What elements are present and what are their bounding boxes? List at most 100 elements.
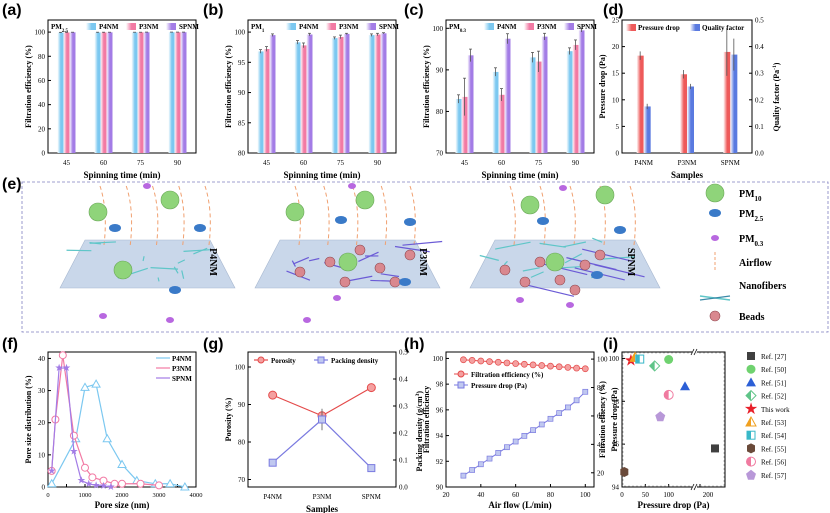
x-tick-label: P4NM [263, 493, 282, 501]
marker-filtration [565, 364, 571, 370]
legend-label: Ref. [50] [761, 366, 786, 374]
x-tick-label: 75 [337, 159, 345, 167]
pm10-particle [546, 253, 564, 271]
bead [375, 263, 385, 273]
y-tick-label: 94 [612, 484, 620, 492]
marker-pressure [461, 473, 466, 478]
y-tick-label: 80 [238, 439, 246, 447]
legend-swatch [484, 23, 494, 30]
axes-frame-i [622, 352, 725, 487]
bar-p3nm [301, 45, 307, 153]
legend-label: P3NM [537, 23, 557, 31]
bead [295, 267, 305, 277]
y-tick-label: 0 [42, 150, 46, 158]
airflow-line [324, 186, 329, 245]
x-tick-label: 60 [100, 159, 108, 167]
marker-pressure [557, 411, 562, 416]
marker-p4nm [103, 435, 111, 442]
y-tick-label: 40 [38, 355, 46, 363]
legend-label: Ref. [53] [761, 419, 786, 427]
y2-tick-label: 0.3 [755, 70, 764, 78]
bar-p4nm [132, 32, 138, 153]
y-tick-label: 92 [436, 458, 444, 466]
pm10-particle [521, 196, 539, 214]
pm03-particle [559, 185, 567, 191]
marker-p4nm [118, 461, 126, 468]
marker-packing-density [269, 459, 276, 466]
marker-p4nm [92, 380, 100, 387]
legend-label: Ref. [52] [761, 393, 786, 401]
marker-pressure [513, 439, 518, 444]
x-tick-label: P3NM [678, 159, 697, 167]
y-tick-label: 85 [238, 119, 246, 127]
marker-filtration [574, 365, 580, 371]
y-tick-label: 0 [42, 484, 46, 492]
bar-spnm [70, 32, 76, 153]
y-tick-label: 94 [436, 432, 444, 440]
bar-p3nm [499, 95, 505, 153]
legend-marker [747, 431, 751, 439]
legend-swatch [366, 23, 376, 30]
legend-marker [747, 443, 755, 453]
y-tick-label: 15 [612, 70, 620, 78]
legend-swatch [126, 23, 136, 30]
bar-p3nm [138, 32, 144, 153]
y-tick-label: 100 [609, 355, 620, 363]
marker-filtration [495, 359, 501, 365]
marker-filtration [487, 359, 493, 365]
pm10-particle [356, 191, 374, 209]
pm03-particle [143, 183, 151, 189]
pm25-particle [591, 271, 603, 279]
x-axis-title: Air flow (L/min) [488, 500, 551, 510]
marker-filtration [478, 358, 484, 364]
legend-marker [258, 357, 264, 363]
x-tick-label: 100 [580, 491, 591, 499]
marker-p3nm [119, 480, 126, 487]
x-tick-label: 100 [663, 491, 674, 499]
y2-tick-label: 0.1 [399, 457, 408, 465]
dashed-inner-frame [623, 353, 724, 486]
legend-label-pm25: PM2.5 [739, 209, 764, 223]
legend-marker: ★ [744, 401, 758, 418]
x-tick-label: 90 [174, 159, 182, 167]
bar-pressure-drop [637, 56, 644, 153]
marker-spnm: ★ [62, 363, 71, 374]
legend-label: P3NM [172, 365, 192, 373]
membrane-label: P3NM [417, 248, 428, 276]
airflow-line [153, 186, 158, 245]
scatter-point [620, 467, 628, 477]
bead [595, 250, 605, 260]
y-tick-label: 10 [38, 451, 46, 459]
x-tick-label: 60 [300, 159, 308, 167]
y-axis-title: Pore size distribution (%) [24, 375, 33, 463]
marker-spnm: ★ [47, 466, 56, 477]
pm03-particle [99, 313, 107, 319]
airflow-line [353, 186, 358, 245]
marker-filtration [521, 361, 527, 367]
legend-swatch [286, 23, 296, 30]
bar-p4nm [169, 32, 175, 153]
y2-tick-label: 0.0 [399, 484, 408, 492]
legend-label: Filtration efficiency (%) [471, 371, 544, 379]
bar-p4nm [530, 57, 536, 153]
legend-marker [458, 382, 464, 388]
bead [570, 285, 580, 295]
scatter-point [664, 355, 673, 364]
y2-tick-label: 0.0 [755, 150, 764, 158]
x-tick-label: P3NM [313, 493, 332, 501]
marker-pressure [548, 416, 553, 421]
y-axis-title: Filtration effiency (%) [598, 381, 607, 458]
x-tick-label: 75 [535, 159, 543, 167]
marker-packing-density [368, 465, 375, 472]
marker-p3nm [137, 480, 144, 487]
legend-label: Ref. [55] [761, 445, 786, 453]
pm03-particle [566, 302, 574, 308]
y2-tick-label: 100 [597, 356, 608, 364]
pm25-particle [537, 217, 549, 225]
y-axis-title: Filtration efficiency (%) [422, 45, 431, 128]
marker-filtration [469, 357, 475, 363]
y-tick-label: 90 [436, 66, 444, 74]
legend-swatch [326, 23, 336, 30]
airflow-line [410, 186, 415, 245]
x-axis-title: Pressure drop (Pa) [638, 500, 710, 510]
